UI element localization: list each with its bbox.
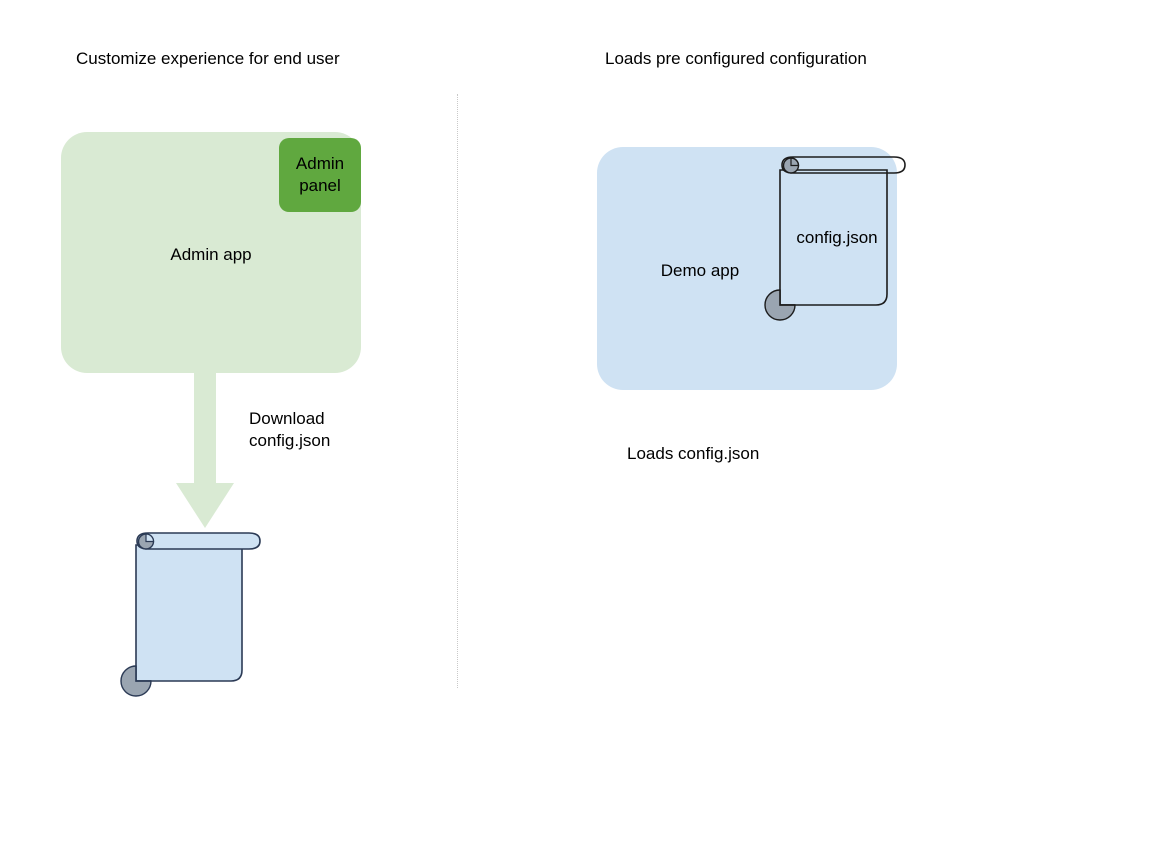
download-arrow-label: Download config.json bbox=[249, 409, 331, 450]
admin-app-label: Admin app bbox=[170, 245, 252, 264]
right-column-heading: Loads pre configured configuration bbox=[605, 49, 867, 68]
admin-panel-label: Admin panel bbox=[295, 154, 345, 195]
download-arrow bbox=[176, 373, 234, 528]
right-document-label: config.json bbox=[796, 228, 878, 247]
admin-panel-box[interactable]: Admin panel bbox=[279, 138, 361, 212]
left-column-heading: Customize experience for end user bbox=[76, 49, 340, 68]
column-divider bbox=[457, 94, 458, 688]
loads-config-caption: Loads config.json bbox=[627, 444, 760, 463]
demo-app-label: Demo app bbox=[660, 261, 740, 280]
left-document-label: config.json bbox=[151, 604, 233, 623]
